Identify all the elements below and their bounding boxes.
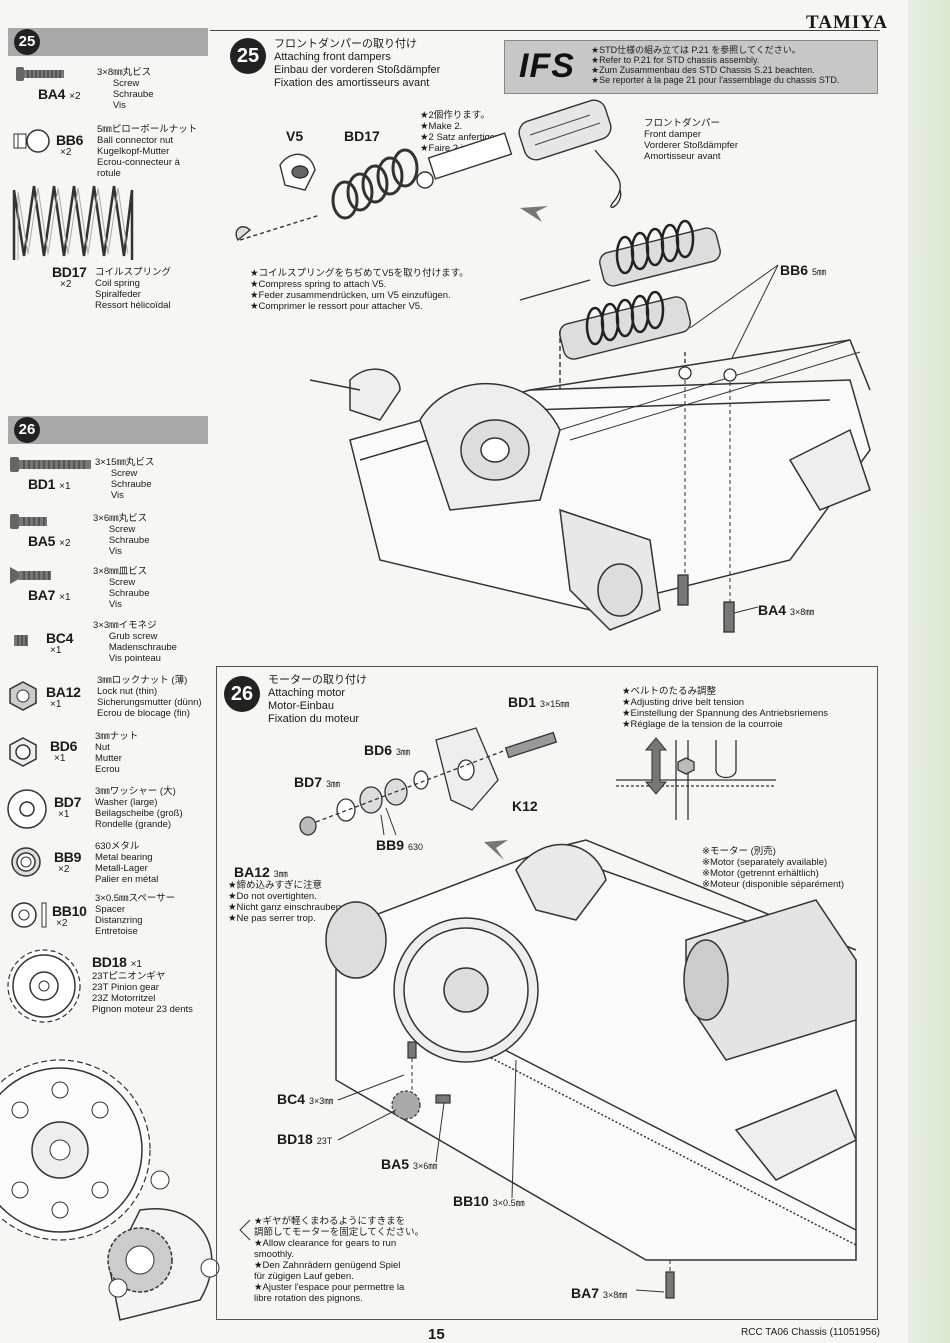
part-bb9-desc: 630メタル Metal bearing Metall-Lager Palier…: [95, 841, 159, 885]
label-v5: V5: [286, 128, 304, 144]
part-ba4: BA4×2: [38, 86, 81, 102]
part-bd18-desc: 23Tピニオンギヤ 23T Pinion gear 23Z Motorritze…: [92, 971, 193, 1015]
belt-tension-note: ★ベルトのたるみ調整 ★Adjusting drive belt tension…: [622, 686, 829, 730]
part-bb10: BB10: [52, 903, 87, 919]
part-bd18: BD18×1: [92, 954, 142, 970]
label-k12: K12: [512, 798, 538, 814]
motor-note: ※モーター (別売) ※Motor (separately available)…: [702, 846, 845, 890]
short-screw-icon: [10, 514, 47, 529]
part-bd7: BD7: [54, 794, 82, 810]
overtighten-note: ★締め込みすぎに注意 ★Do not overtighten. ★Nicht g…: [228, 880, 344, 924]
gear-clearance-illustration: [0, 1059, 251, 1321]
part-bd1-desc: 3×15㎜丸ビス Screw Schraube Vis: [95, 457, 155, 501]
step25-title: フロントダンパーの取り付け Attaching front dampers Ei…: [274, 38, 441, 89]
part-bc4-desc: 3×3㎜イモネジ Grub screw Madenschraube Vis po…: [93, 620, 177, 664]
part-ba7: BA7×1: [28, 587, 71, 603]
brand-logo: TAMIYA: [805, 12, 888, 33]
part-ba7-desc: 3×8㎜皿ビス Screw Schraube Vis: [93, 566, 150, 610]
step25-title-badge: 25: [230, 38, 266, 74]
lock-nut-icon: [9, 681, 37, 711]
ball-connector-nut-icon: [13, 129, 50, 153]
part-bb6: BB6: [56, 132, 84, 148]
part-bb10-desc: 3×0.5㎜スペーサー Spacer Distanzring Entretois…: [95, 893, 176, 937]
motor-assembly-drawing: [299, 727, 857, 1299]
front-damper-assembly-drawing: [235, 99, 871, 633]
countersunk-screw-icon: [10, 567, 51, 584]
long-screw-icon: [10, 457, 91, 472]
coil-spring-icon: [12, 185, 134, 260]
part-bd6-desc: 3㎜ナット Nut Mutter Ecrou: [95, 731, 139, 775]
part-ba12-desc: 3㎜ロックナット (薄) Lock nut (thin) Sicherungsm…: [97, 675, 202, 719]
grub-screw-icon: [14, 635, 28, 646]
part-ba12: BA12: [46, 684, 81, 700]
header-rule: [210, 30, 880, 31]
page-edge: [908, 0, 950, 1343]
step25-parts-header: [8, 28, 208, 56]
page-number: 15: [428, 1326, 445, 1343]
step26-title-badge: 26: [224, 676, 260, 712]
part-bb6-desc: 5㎜ピローボールナット Ball connector nut Kugelkopf…: [97, 124, 198, 179]
metal-bearing-icon: [11, 847, 41, 877]
part-bd17: BD17: [52, 264, 87, 280]
part-bd17-desc: コイルスプリング Coil spring Spiralfeder Ressort…: [95, 267, 172, 311]
washer-icon: [7, 789, 47, 829]
part-bd7-desc: 3㎜ワッシャー (大) Washer (large) Beilagscheibe…: [95, 786, 183, 830]
pinion-gear-icon: [7, 949, 81, 1023]
part-bd1: BD1×1: [28, 476, 71, 492]
part-bd6: BD6: [50, 738, 78, 754]
ifs-notice: IFS ★STD仕様の組み立ては P.21 を参照してください。 ★Refer …: [504, 40, 878, 94]
model-code: RCC TA06 Chassis (11051956): [741, 1327, 880, 1338]
step25-badge: 25: [14, 29, 40, 55]
spring-note: ★コイルスプリングをちぢめてV5を取り付けます。 ★Compress sprin…: [250, 268, 469, 312]
label-bd17: BD17: [344, 128, 380, 144]
screw-icon: [16, 67, 64, 81]
nut-icon: [9, 737, 37, 767]
part-ba5-desc: 3×6㎜丸ビス Screw Schraube Vis: [93, 513, 150, 557]
step26-title: モーターの取り付け Attaching motor Motor-Einbau F…: [268, 674, 367, 725]
part-ba5: BA5×2: [28, 533, 71, 549]
front-damper-label: フロントダンパー Front damper Vorderer Stoßdämpf…: [644, 118, 738, 162]
step26-badge: 26: [14, 417, 40, 443]
part-bc4: BC4: [46, 630, 74, 646]
spacer-icon: [11, 902, 47, 928]
step26-parts-header: [8, 416, 208, 444]
part-bb9: BB9: [54, 849, 82, 865]
part-ba4-desc: 3×8㎜丸ビス Screw Schraube Vis: [97, 67, 154, 111]
ifs-logo: IFS: [519, 47, 575, 85]
gear-clearance-note: ★ギヤが軽くまわるようにすきまを 調節してモーターを固定してください。 ★All…: [254, 1216, 425, 1304]
ifs-note: ★STD仕様の組み立ては P.21 を参照してください。 ★Refer to P…: [591, 45, 840, 85]
step26-panel: [216, 666, 878, 1320]
